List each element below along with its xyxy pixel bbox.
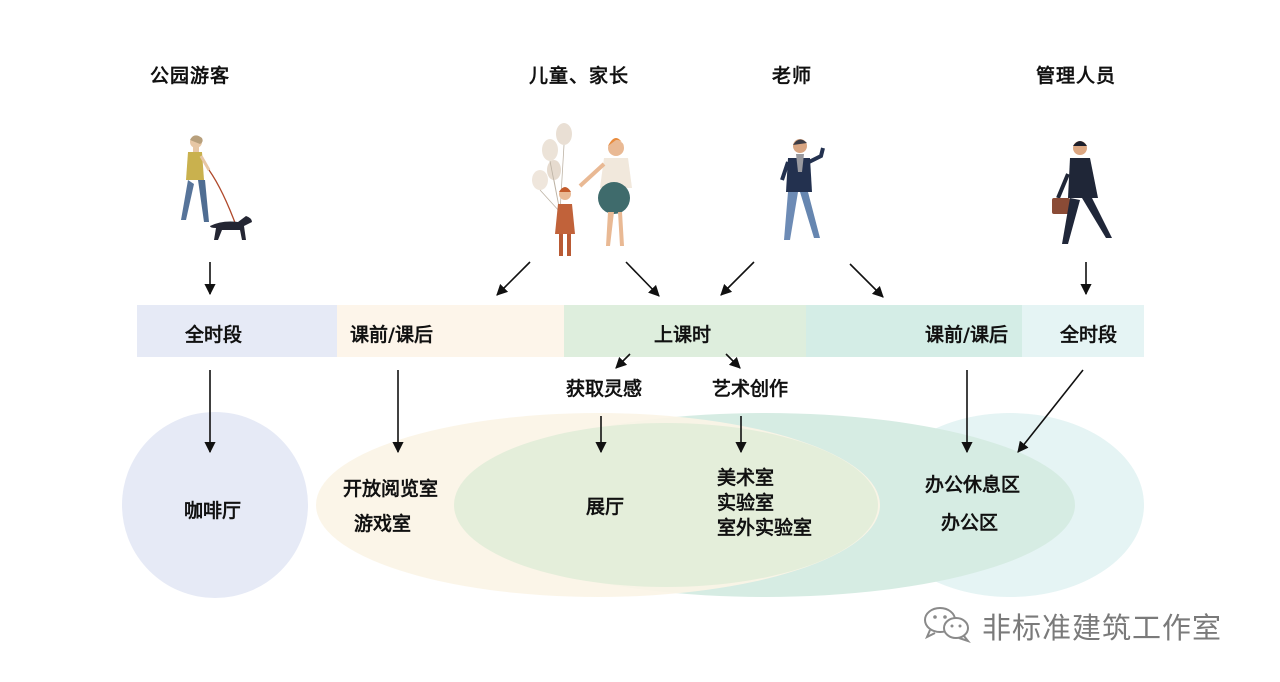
- label-before-after-left: 课前/课后: [350, 324, 433, 346]
- arrow-class-inspiration: [615, 353, 631, 369]
- arrow-manager-to-office: [1017, 369, 1084, 453]
- arrow-children-right: [625, 261, 660, 297]
- space-office-area: 办公区: [941, 512, 999, 534]
- watermark: 非标准建筑工作室: [922, 606, 1222, 646]
- watermark-text: 非标准建筑工作室: [982, 611, 1223, 645]
- label-all-day-right: 全时段: [1060, 324, 1118, 346]
- wechat-icon: [922, 605, 974, 647]
- label-all-day-left: 全时段: [185, 324, 243, 346]
- space-cafe: 咖啡厅: [184, 500, 242, 522]
- label-art-creation: 艺术创作: [712, 378, 789, 400]
- visitor-with-dog-illustration: [170, 132, 260, 254]
- space-outdoor-lab: 室外实验室: [717, 517, 813, 539]
- band-before-after-left: [337, 305, 564, 357]
- band-in-class: [564, 305, 806, 357]
- label-inspiration: 获取灵感: [566, 378, 643, 400]
- space-reading-room: 开放阅览室: [343, 478, 439, 500]
- teacher-illustration: [778, 136, 830, 250]
- user-title-teachers: 老师: [772, 65, 813, 87]
- arrow-teacher-left: [720, 261, 755, 296]
- manager-illustration: [1050, 138, 1120, 250]
- arrow-class-creation: [725, 353, 741, 369]
- label-in-class: 上课时: [654, 324, 712, 346]
- space-office-lounge: 办公休息区: [925, 474, 1021, 496]
- zone-visitors: [122, 412, 308, 598]
- space-lab: 实验室: [717, 492, 775, 514]
- space-game-room: 游戏室: [354, 513, 412, 535]
- zone-class: [454, 423, 878, 587]
- arrow-children-left: [496, 261, 531, 296]
- user-title-managers: 管理人员: [1036, 65, 1117, 87]
- user-title-visitors: 公园游客: [150, 65, 231, 87]
- band-all-day-left: [137, 305, 337, 357]
- space-art-room: 美术室: [717, 467, 775, 489]
- child-and-parent-illustration: [530, 122, 640, 266]
- space-exhibition-hall: 展厅: [586, 496, 625, 518]
- user-title-children-parents: 儿童、家长: [529, 65, 630, 87]
- band-before-after-right: [806, 305, 1022, 357]
- label-before-after-right: 课前/课后: [925, 324, 1008, 346]
- arrow-teacher-right: [849, 263, 884, 298]
- band-all-day-right: [1022, 305, 1144, 357]
